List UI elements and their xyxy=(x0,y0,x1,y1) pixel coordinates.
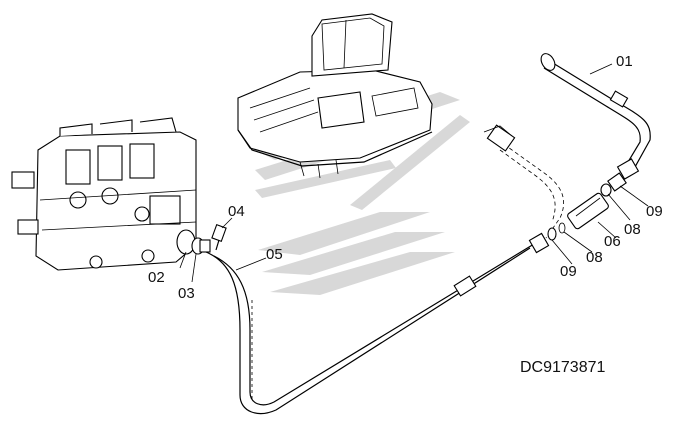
fitting-08-09-upper xyxy=(600,172,627,197)
pipe-01 xyxy=(540,53,651,180)
fitting-09-lower xyxy=(528,222,566,254)
excavator-illustration xyxy=(237,13,433,179)
callout-09-upper: 09 xyxy=(646,203,663,220)
drawing-code: DC9173871 xyxy=(520,359,606,376)
callout-03: 03 xyxy=(178,285,195,302)
callout-08-upper: 08 xyxy=(624,221,641,238)
callout-09-lower: 09 xyxy=(560,263,577,280)
callout-02: 02 xyxy=(148,269,165,286)
check-valve-06 xyxy=(567,192,609,230)
callout-01: 01 xyxy=(616,53,633,70)
callout-08-lower: 08 xyxy=(586,249,603,266)
alternate-route-dashed xyxy=(483,124,564,239)
bolt-04 xyxy=(211,224,227,251)
control-valve-illustration xyxy=(11,117,197,271)
hose-05 xyxy=(205,243,535,415)
fitting-02-03 xyxy=(176,229,211,255)
leader-lines xyxy=(179,63,649,283)
callout-04: 04 xyxy=(228,203,245,220)
callout-06: 06 xyxy=(604,233,621,250)
callout-05: 05 xyxy=(266,246,283,263)
